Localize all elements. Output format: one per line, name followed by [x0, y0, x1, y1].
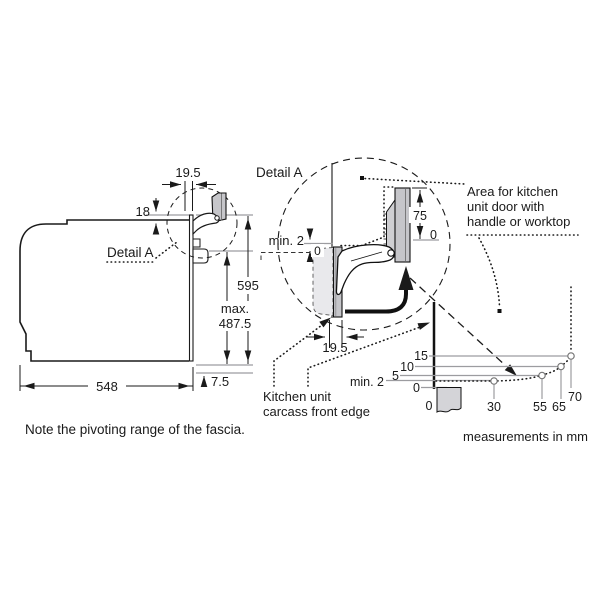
- fascia-trim-step: [192, 238, 201, 248]
- door-cross-section: [436, 387, 462, 413]
- chart-y-label-0: 0: [413, 381, 420, 395]
- dim-label-487-5: 487.5: [219, 316, 252, 331]
- chart-y-label-min2: min. 2: [350, 375, 384, 389]
- handle-protrusion: [192, 248, 209, 264]
- carcass-callout-line1: Kitchen unit: [263, 389, 331, 404]
- dim-label-548: 548: [96, 379, 118, 394]
- chart-y-label-15: 15: [414, 349, 428, 363]
- callout-leaders: [273, 176, 579, 387]
- dim-label-19-5-detail: 19.5: [322, 340, 347, 355]
- chart-y-label-10: 10: [400, 360, 414, 374]
- clearance-chart: [386, 302, 575, 413]
- chart-y-label-5: 5: [392, 369, 399, 383]
- pivot-arm-small: [192, 212, 220, 236]
- detail-a-ref-label: Detail A: [107, 245, 154, 260]
- detail-a-linework: [260, 157, 451, 348]
- pivot-arm-detail: [335, 244, 395, 296]
- zero-label-right: 0: [430, 228, 437, 242]
- curve-point-30: [490, 377, 498, 385]
- detail-a-circle: [277, 157, 451, 331]
- dim-label-595: 595: [237, 278, 259, 293]
- area-callout-line2: unit door with: [467, 199, 544, 214]
- fascia-open-detail: [394, 187, 411, 263]
- carcass-callout-line2: carcass front edge: [263, 404, 370, 419]
- curve-point-55: [538, 371, 546, 380]
- detail-a-title: Detail A: [256, 165, 303, 180]
- chart-x-label-70: 70: [568, 390, 582, 404]
- oven-outline: [19, 219, 189, 362]
- labels: 19.5 18 Detail A 595 max. 487.5 7.5 548 …: [25, 165, 588, 444]
- side-view-linework: [19, 181, 253, 391]
- area-callout-line1: Area for kitchen: [467, 184, 558, 199]
- dim-label-75: 75: [413, 209, 427, 223]
- fascia-closed-front: [188, 214, 194, 362]
- dim-label-7-5: 7.5: [211, 374, 229, 389]
- clearance-curve: [435, 356, 571, 382]
- pivot-point-small: [214, 215, 220, 221]
- pivot-motion-arrow: [345, 289, 408, 314]
- area-callout-line3: handle or worktop: [467, 214, 570, 229]
- pivot-point-detail: [387, 249, 395, 257]
- zero-label-left: 0: [314, 244, 321, 258]
- leader-start-dot: [360, 176, 364, 180]
- curve-point-70: [567, 352, 575, 360]
- chart-x-label-0: 0: [426, 399, 433, 413]
- dim-label-19-5-top: 19.5: [175, 165, 200, 180]
- dim-label-max: max.: [221, 301, 249, 316]
- note-text: Note the pivoting range of the fascia.: [25, 422, 245, 437]
- label-backgrounds: [88, 207, 431, 394]
- chart-x-label-55: 55: [533, 400, 547, 414]
- chart-x-label-30: 30: [487, 400, 501, 414]
- dim-label-18: 18: [136, 204, 150, 219]
- leader-end-dot: [497, 309, 502, 313]
- detail-marker-circle: [166, 187, 238, 259]
- units-note: measurements in mm: [463, 429, 588, 444]
- curve-point-65: [557, 362, 565, 371]
- chart-x-label-65: 65: [552, 400, 566, 414]
- dim-label-min-2-detail: min. 2: [269, 233, 304, 248]
